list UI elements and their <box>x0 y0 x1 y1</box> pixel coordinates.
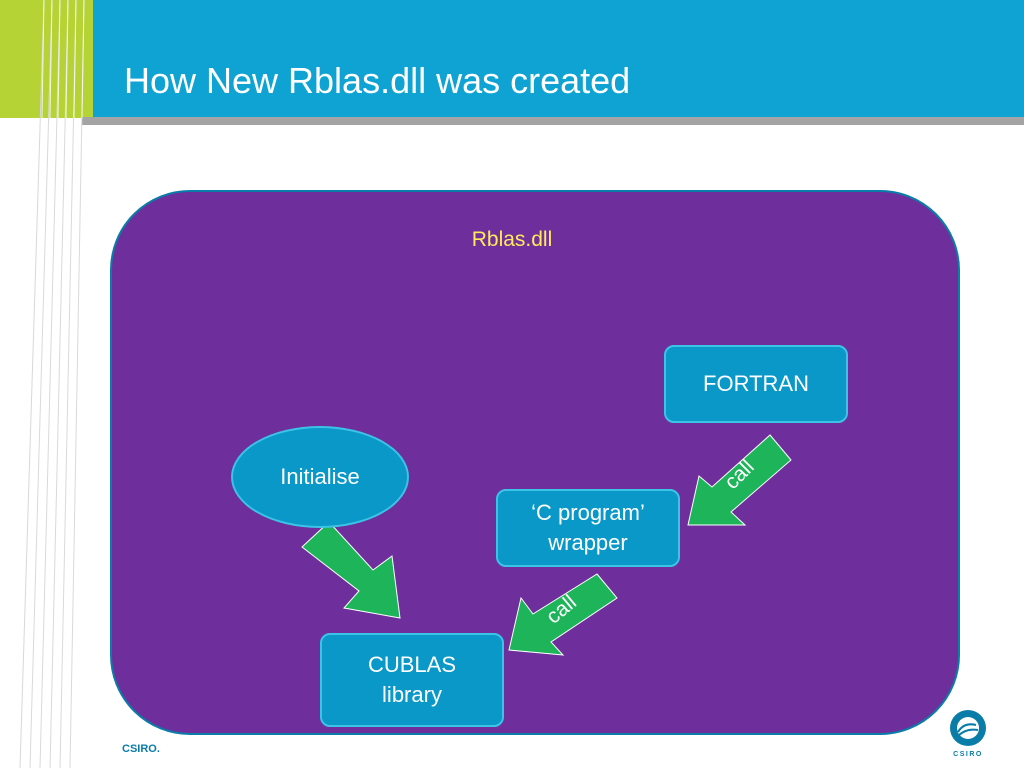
cublas-node: CUBLAS library <box>320 633 504 727</box>
c-wrapper-node: ‘C program’ wrapper <box>496 489 680 567</box>
accent-strip <box>0 0 93 118</box>
csiro-logo-icon: CSIRO <box>950 710 986 758</box>
header-bar <box>0 0 1024 118</box>
cublas-label-line2: library <box>382 682 442 707</box>
fortran-label: FORTRAN <box>703 371 809 397</box>
cublas-label-line1: CUBLAS <box>367 652 457 678</box>
fortran-node: FORTRAN <box>664 345 848 423</box>
logo-text: CSIRO <box>953 751 983 758</box>
initialise-label: Initialise <box>280 464 360 490</box>
footer-brand: CSIRO. <box>122 743 160 755</box>
c-wrapper-label-line1: ‘C program’ <box>531 500 645 526</box>
initialise-node: Initialise <box>231 426 409 528</box>
decorative-lines <box>19 0 85 768</box>
slide-title: How New Rblas.dll was created <box>124 60 631 101</box>
header-divider <box>82 117 1024 125</box>
c-wrapper-label-line2: wrapper <box>548 530 628 555</box>
container-label: Rblas.dll <box>471 228 553 251</box>
